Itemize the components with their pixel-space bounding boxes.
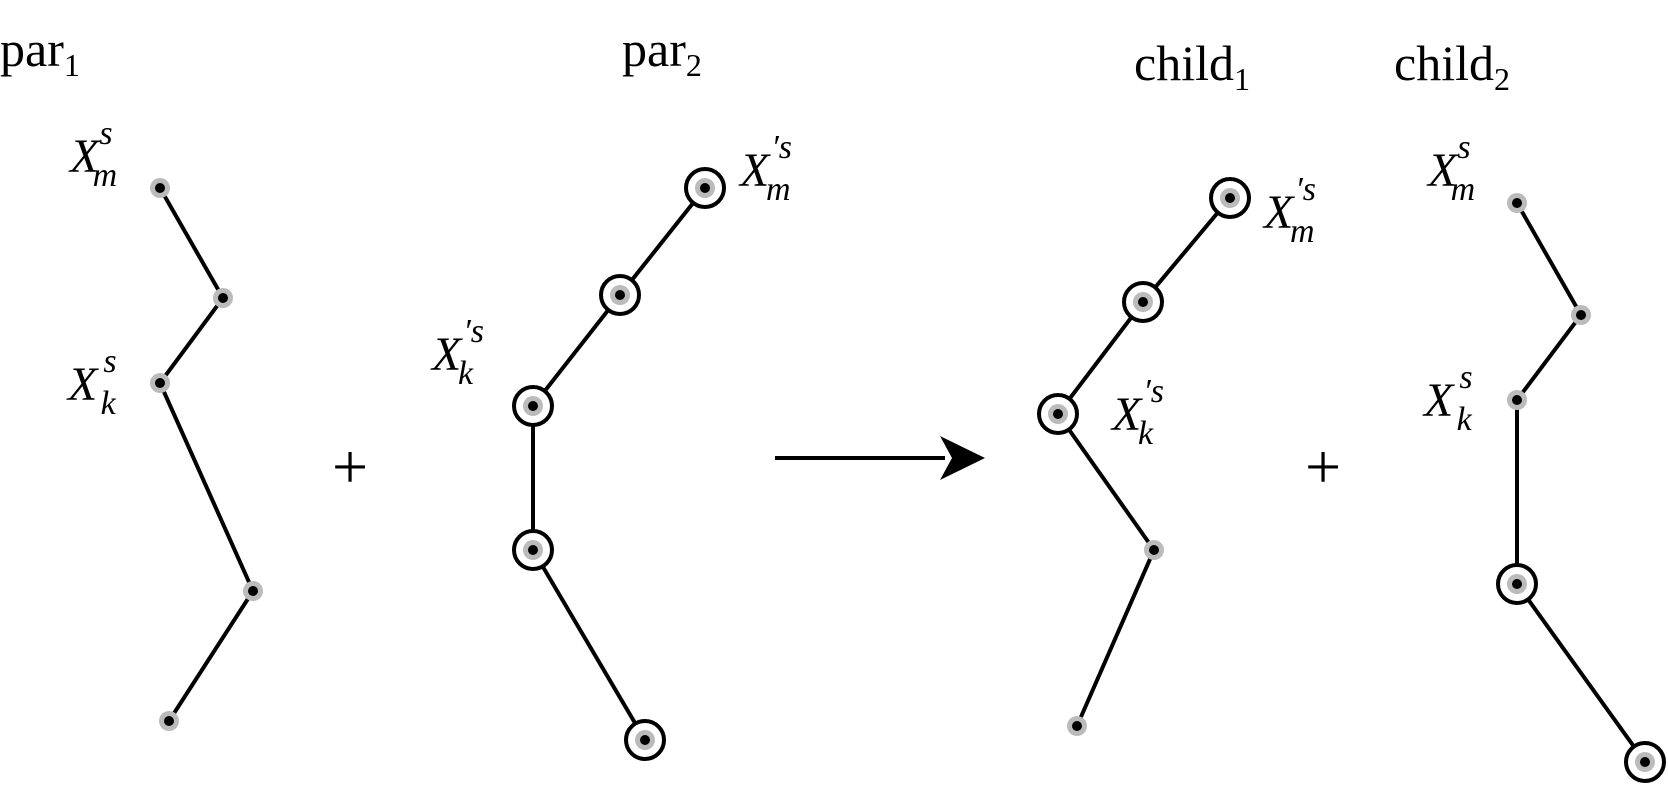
- operator-plus-right: +: [1305, 431, 1341, 502]
- chain-child1: [1055, 196, 1232, 727]
- node-ringed: [684, 167, 726, 209]
- node-plain: [1571, 305, 1591, 325]
- node-plain: [1507, 390, 1527, 410]
- title-child2: child2: [1394, 35, 1510, 97]
- operator-plus-left: +: [332, 431, 368, 502]
- title-par1: par1: [0, 21, 80, 83]
- child2-nodes: [1496, 193, 1666, 783]
- par1-nodes: [150, 178, 263, 731]
- title-child1: child1: [1134, 35, 1250, 97]
- node-ringed: [512, 529, 554, 571]
- node-plain: [1144, 540, 1164, 560]
- chain-par2-path: [531, 186, 707, 742]
- node-plain: [150, 178, 170, 198]
- arrow-icon: [775, 436, 985, 480]
- node-ringed: [1122, 281, 1164, 323]
- node-ringed: [512, 385, 554, 427]
- chain-par1: [157, 187, 256, 723]
- chain-par1-path: [157, 187, 256, 723]
- chain-par2: [531, 186, 707, 742]
- node-ringed: [1037, 393, 1079, 435]
- node-ringed: [1496, 563, 1538, 605]
- child1-nodes: [1037, 177, 1251, 736]
- node-ringed: [1209, 177, 1251, 219]
- node-plain: [243, 581, 263, 601]
- node-ringed: [624, 719, 666, 761]
- node-ringed: [1624, 741, 1666, 783]
- node-plain: [1067, 716, 1087, 736]
- par2-nodes: [512, 167, 726, 761]
- title-par2: par2: [622, 21, 702, 83]
- node-plain: [1507, 193, 1527, 213]
- node-plain: [159, 711, 179, 731]
- chain-child1-path: [1055, 196, 1232, 727]
- chain-child2-path: [1515, 202, 1647, 764]
- chain-child2: [1515, 202, 1647, 764]
- node-ringed: [599, 274, 641, 316]
- node-plain: [150, 373, 170, 393]
- node-plain: [213, 288, 233, 308]
